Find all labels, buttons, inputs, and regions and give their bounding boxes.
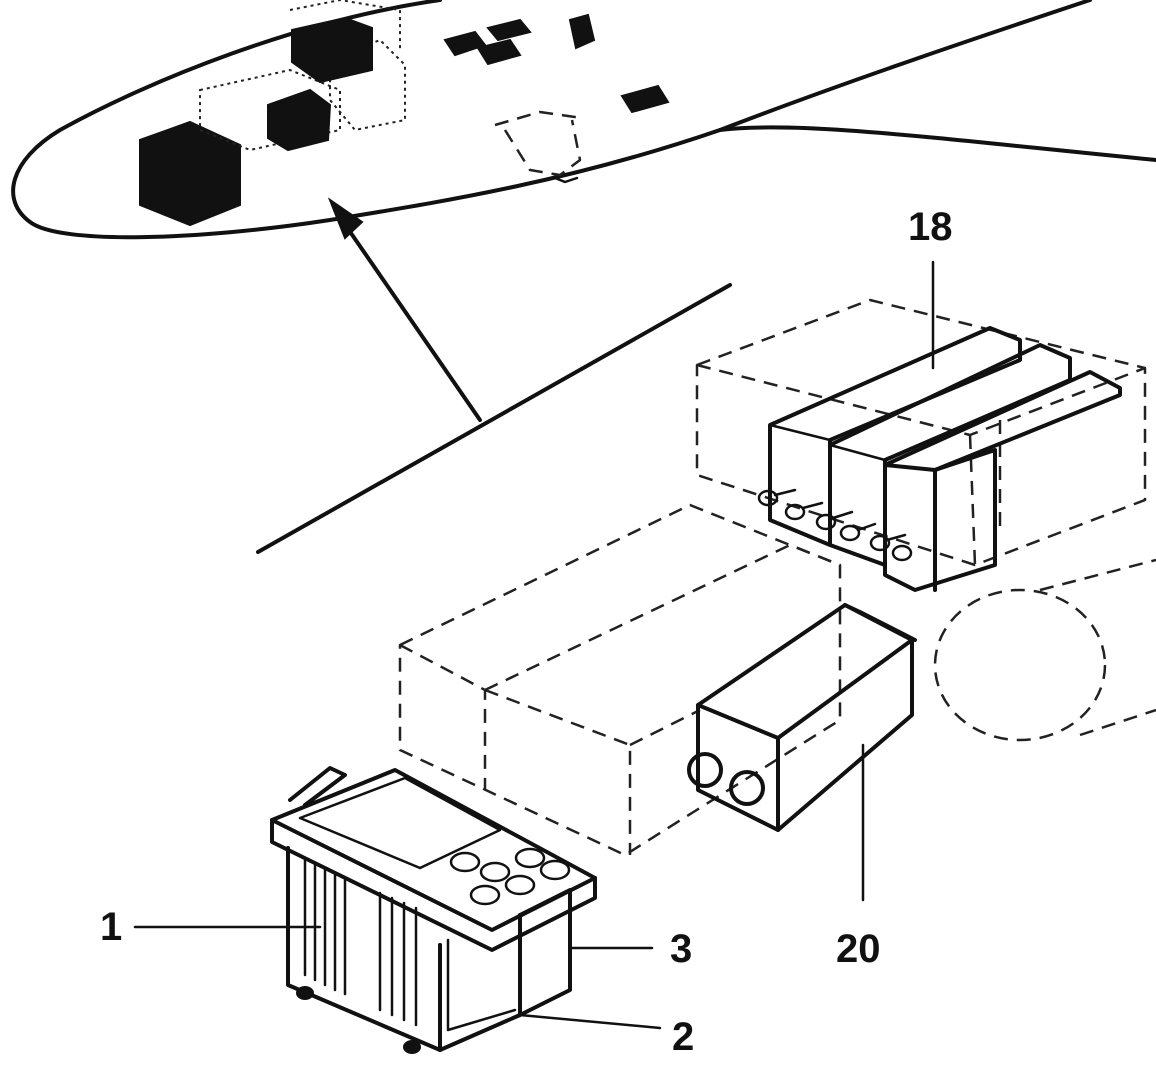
callout-20: 20: [836, 927, 881, 971]
battery-cart: [133, 766, 662, 1054]
callout-2: 2: [672, 1015, 694, 1059]
nose-equipment: [139, 0, 670, 227]
leader-line-2: [518, 1013, 662, 1030]
pointer-arrow: [327, 197, 482, 422]
callout-18: 18: [908, 205, 953, 249]
callout-3: 3: [670, 927, 692, 971]
battery-20: [687, 603, 917, 902]
battery-rack-18: [695, 260, 1147, 592]
dashed-battery-housing: [398, 503, 1156, 857]
section-line: [256, 283, 732, 554]
callout-1: 1: [100, 905, 122, 949]
aircraft-nose-outline: [11, 0, 1156, 240]
